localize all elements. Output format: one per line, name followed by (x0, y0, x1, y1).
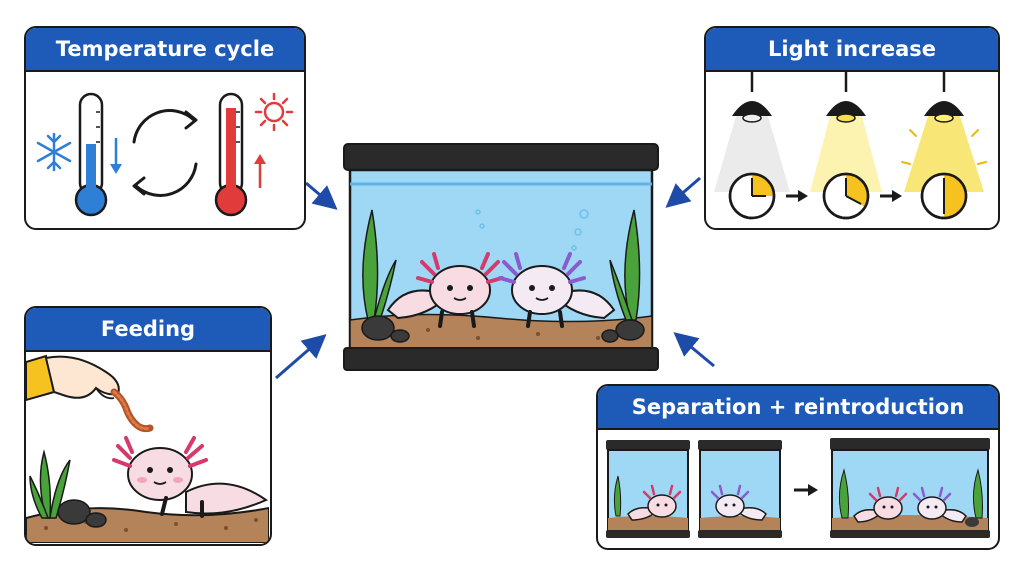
up-arrow-icon (254, 154, 266, 188)
snowflake-icon (36, 132, 72, 172)
light-increase-panel: Light increase (704, 26, 1000, 230)
axolotl-icon (112, 436, 269, 518)
aquarium-tank-icon (343, 143, 659, 371)
cycle-arrows-icon (132, 109, 198, 197)
temperature-cycle-panel: Temperature cycle (24, 26, 306, 230)
thermometer-icon (74, 92, 108, 217)
axolotl-icon (710, 484, 767, 521)
aquarium-tank-icon (606, 440, 690, 538)
lamp-icon (714, 72, 790, 192)
aquarium-tank-icon (698, 440, 782, 538)
hand-icon (26, 354, 120, 402)
feeding-title: Feeding (26, 308, 270, 352)
axolotl-icon (386, 252, 504, 328)
feeding-panel: Feeding (24, 306, 272, 546)
aquarium-tank-icon (830, 438, 990, 538)
clock-icon (822, 172, 870, 220)
sun-icon (254, 92, 294, 132)
light-increase-title: Light increase (706, 28, 998, 72)
lamp-icon (810, 72, 882, 192)
rock-icon (361, 315, 645, 343)
arrow-feeding-to-tank (275, 334, 327, 380)
right-arrow-icon (880, 190, 902, 202)
axolotl-icon (853, 486, 908, 523)
separation-reintroduction-panel: Separation + reintroduction (596, 384, 1000, 550)
down-arrow-icon (110, 138, 122, 174)
axolotl-icon (627, 484, 682, 521)
worm-icon (110, 388, 154, 433)
clock-icon (920, 172, 968, 220)
axolotl-icon (498, 252, 616, 328)
axolotl-icon (912, 486, 967, 523)
plant-icon (362, 209, 641, 321)
arrow-separation-to-tank (673, 332, 715, 368)
temperature-cycle-title: Temperature cycle (26, 28, 304, 72)
lamp-icon (901, 72, 987, 192)
rock-icon (57, 499, 107, 528)
separation-reintroduction-title: Separation + reintroduction (598, 386, 998, 430)
right-arrow-icon (786, 190, 808, 202)
arrow-light-to-tank (665, 176, 701, 208)
clock-icon (728, 172, 776, 220)
thermometer-icon (214, 92, 248, 217)
right-arrow-icon (794, 484, 818, 496)
arrow-temperature-to-tank (305, 181, 338, 210)
